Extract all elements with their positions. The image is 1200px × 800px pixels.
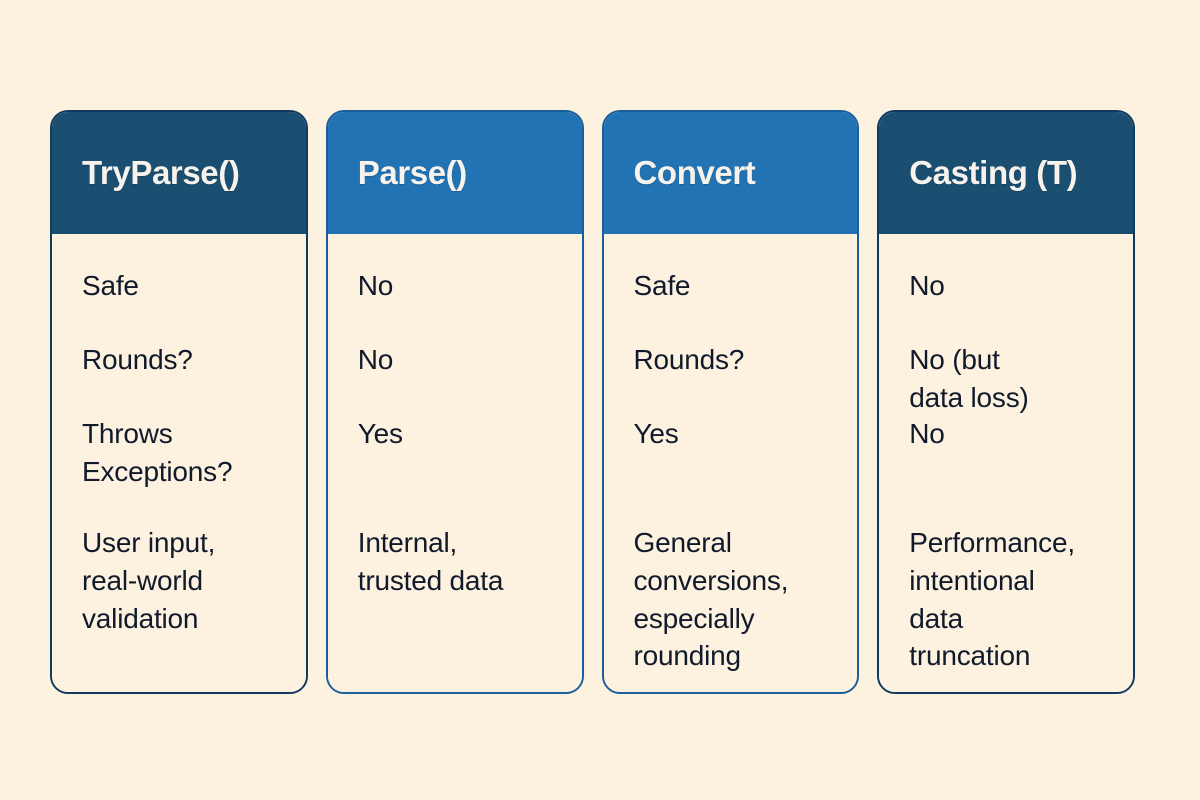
card-cell: Yes [358, 415, 568, 453]
card-cell-line: Throws [82, 418, 173, 449]
card-header-title: Parse() [357, 153, 467, 191]
card-cell-line: trusted data [357, 564, 504, 596]
card-cell: No [358, 341, 568, 379]
card-cell-line: Yes [357, 418, 403, 449]
card-cell-line: Performance, [909, 527, 1075, 558]
card-cell-line: No [909, 418, 945, 449]
card-cell: No [909, 267, 1119, 305]
card-cell: No [358, 267, 568, 305]
card-header: Convert [603, 112, 858, 234]
card-cell-line: validation [82, 602, 199, 634]
card-cell-line: Yes [633, 418, 679, 449]
card-cell: No [909, 415, 1119, 453]
card-cell: No (but data loss) [909, 341, 1119, 417]
card-cell-line: Safe [633, 270, 691, 301]
card-header-title: Convert [633, 153, 756, 191]
card-cell: Yes [634, 415, 844, 453]
card-cell-line: Rounds? [633, 344, 745, 375]
card-cell: Performance, intentional data truncation [909, 524, 1119, 675]
card-header-title: Casting (T) [909, 153, 1078, 191]
card-header-title: TryParse() [82, 153, 240, 191]
card-cell-line: rounding [633, 640, 742, 672]
card-header: TryParse() [52, 112, 306, 234]
card-header: Parse() [327, 112, 582, 234]
card-cell: General conversions, especially rounding [634, 524, 844, 675]
card-cell-line: User input, [82, 527, 216, 558]
card-cell: User input, real-world validation [82, 524, 292, 637]
card-header: Casting (T) [879, 112, 1133, 234]
card-cell-line: No [909, 270, 945, 301]
card-cell: Rounds? [634, 341, 844, 379]
card-cell-line: truncation [909, 640, 1031, 672]
card-cell-line: real-world [82, 564, 203, 596]
card-cell-line: Exceptions? [82, 455, 233, 487]
card-cell-line: especially [633, 602, 755, 634]
card-cell: Safe [634, 267, 844, 305]
card-cell-line: Safe [82, 270, 139, 301]
card-cell-line: conversions, [633, 564, 789, 596]
card-cell-line: intentional [909, 564, 1035, 596]
card-cell-line: General [633, 527, 732, 558]
card-cell: Internal, trusted data [358, 524, 568, 600]
card-cell-line: data [909, 602, 963, 634]
card-cell: Safe [82, 267, 292, 305]
card-cell-line: data loss) [909, 381, 1029, 413]
card-cell-line: No [357, 270, 394, 301]
card-cell-line: No (but [909, 344, 1000, 375]
card-cell: Rounds? [82, 341, 292, 379]
card-cell-line: No [357, 344, 394, 375]
card-cell-line: Internal, [357, 527, 458, 558]
card-cell-line: Rounds? [82, 344, 193, 375]
